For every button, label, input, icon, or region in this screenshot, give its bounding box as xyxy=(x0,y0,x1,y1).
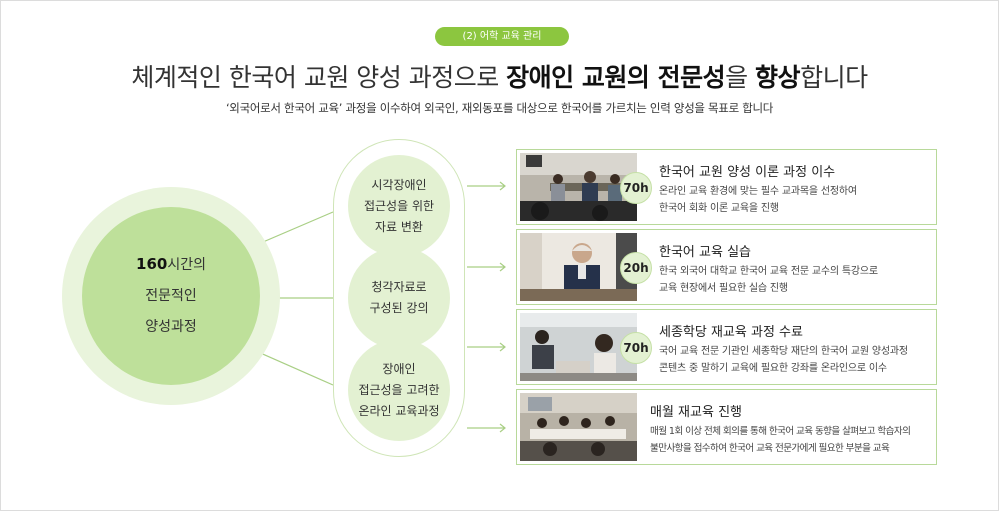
study-photo xyxy=(520,313,637,381)
course-card-practice: 20h 한국어 교육 실습 한국 외국어 대학교 한국어 교육 전문 교수의 특… xyxy=(516,229,937,305)
feature-accessible-materials: 시각장애인 접근성을 위한 자료 변환 xyxy=(348,155,450,257)
hours-total: 160 xyxy=(136,255,168,273)
hours-badge: 70h xyxy=(620,332,652,364)
feature-line: 시각장애인 xyxy=(371,177,427,192)
page-subtitle: ‘외국어로서 한국어 교육’ 과정을 이수하여 외국인, 재외동포를 대상으로 … xyxy=(225,101,774,115)
page-title: 체계적인 한국어 교원 양성 과정으로 장애인 교원의 전문성을 향상합니다 xyxy=(131,63,868,92)
feature-line: 구성된 강의 xyxy=(369,301,429,315)
course-title: 매월 재교육 진행 xyxy=(650,405,742,420)
course-title: 한국어 교원 양성 이론 과정 이수 xyxy=(659,165,836,180)
course-card-monthly: 매월 재교육 진행 매월 1회 이상 전체 회의를 통해 한국어 교육 동향을 … xyxy=(516,389,937,465)
feature-line: 접근성을 위한 xyxy=(363,198,435,213)
course-description: 국어 교육 전문 기관인 세종학당 재단의 한국어 교원 양성과정 콘텐츠 중 … xyxy=(659,346,908,374)
course-card-theory: 70h 한국어 교원 양성 이론 과정 이수 온라인 교육 환경에 맞는 필수 … xyxy=(516,149,937,225)
feature-line: 청각자료로 xyxy=(371,280,427,294)
course-description: 온라인 교육 환경에 맞는 필수 교과목을 선정하여 한국어 회화 이론 교육을… xyxy=(659,186,857,214)
main-circle: 160시간의 전문적인 양성과정 xyxy=(82,207,260,385)
course-title: 한국어 교육 실습 xyxy=(659,245,751,260)
classroom-photo xyxy=(520,153,637,221)
course-title: 세종학당 재교육 과정 수료 xyxy=(659,325,803,340)
hours-badge: 70h xyxy=(620,172,652,204)
feature-line: 장애인 xyxy=(382,361,416,376)
course-description: 매월 1회 이상 전체 회의를 통해 한국어 교육 동향을 살펴보고 학습자의 … xyxy=(650,426,911,454)
course-description: 한국 외국어 대학교 한국어 교육 전문 교수의 특강으로 교육 현장에서 필요… xyxy=(659,266,878,294)
hours-badge: 20h xyxy=(620,252,652,284)
course-card-sejong: 70h 세종학당 재교육 과정 수료 국어 교육 전문 기관인 세종학당 재단의… xyxy=(516,309,937,385)
main-circle-line3: 양성과정 xyxy=(145,319,197,335)
arrow-icons xyxy=(467,181,506,433)
section-badge: (2) 어학 교육 관리 xyxy=(435,27,569,46)
main-circle-line1: 시간의 xyxy=(167,257,206,273)
meeting-photo xyxy=(520,393,637,461)
feature-online-course: 장애인 접근성을 고려한 온라인 교육과정 xyxy=(348,339,450,441)
feature-line: 자료 변환 xyxy=(375,219,423,234)
lecturer-photo xyxy=(520,233,637,301)
feature-line: 접근성을 고려한 xyxy=(358,382,440,397)
feature-audio-lectures: 청각자료로 구성된 강의 xyxy=(348,247,450,349)
feature-line: 온라인 교육과정 xyxy=(358,403,440,418)
main-circle-line2: 전문적인 xyxy=(145,288,197,304)
